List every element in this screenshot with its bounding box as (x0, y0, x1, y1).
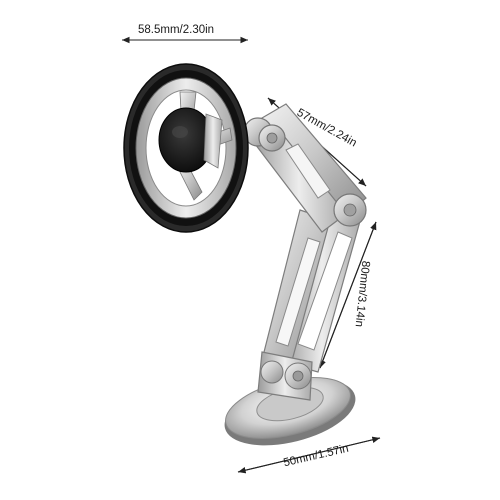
magnet-diameter-label: 58.5mm/2.30in (138, 24, 215, 36)
bottom-joint (257, 351, 313, 401)
top-joint (243, 117, 286, 152)
lower-arm (261, 199, 363, 373)
dimension-line-lower-arm (319, 221, 377, 369)
dimension-line-base (237, 436, 381, 474)
magnet-head (123, 63, 249, 233)
middle-joint (333, 193, 367, 227)
